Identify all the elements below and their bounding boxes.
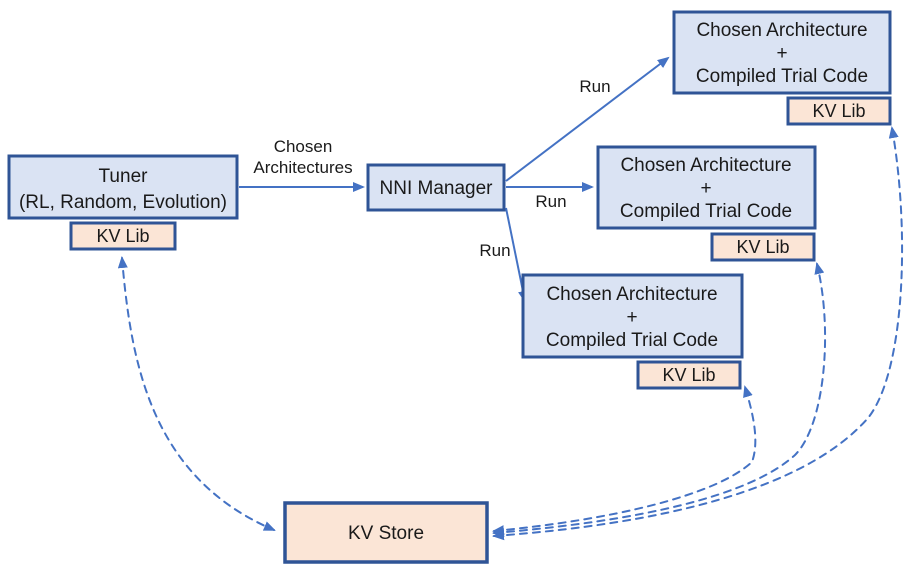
- edge-label-run-middle: Run: [535, 192, 566, 211]
- trial-middle-label-line3: Compiled Trial Code: [620, 201, 792, 222]
- kv-store-node: [283, 501, 489, 564]
- trial-top-label-line2: +: [776, 43, 787, 64]
- trial-bottom-kv-lib-label: KV Lib: [662, 365, 715, 385]
- trial-middle-label-line1: Chosen Architecture: [620, 155, 791, 176]
- edge-nni-to-trial-top: [505, 56, 670, 182]
- tuner-node: [7, 154, 239, 220]
- trial-bottom-label-line2: +: [626, 307, 637, 328]
- trial-bottom-label-line3: Compiled Trial Code: [546, 330, 718, 351]
- edge-label-run-bottom: Run: [479, 241, 510, 260]
- tuner-label-line2: (RL, Random, Evolution): [19, 192, 227, 213]
- trial-middle-kv-lib-label: KV Lib: [736, 237, 789, 257]
- edge-label-chosen-architectures-line1: Chosen: [274, 137, 333, 156]
- edge-label-run-top: Run: [579, 77, 610, 96]
- trial-top-label-line3: Compiled Trial Code: [696, 66, 868, 87]
- dashed-edge-kvstore-to-trial-bottom-kvlib: [492, 385, 757, 536]
- nni-manager-node: [366, 163, 506, 212]
- tuner-kv-lib-node: [69, 221, 177, 251]
- trial-top-kv-lib-label: KV Lib: [812, 101, 865, 121]
- trial-middle-kv-lib-node: [710, 232, 816, 262]
- trial-middle-label-line2: +: [700, 178, 711, 199]
- dashed-edge-tuner-kvlib-to-kvstore: [117, 256, 276, 531]
- trial-bottom-label-line1: Chosen Architecture: [546, 284, 717, 305]
- kv-store-label: KV Store: [348, 523, 424, 544]
- tuner-label-line1: Tuner: [99, 166, 149, 187]
- trial-middle-node: [596, 145, 817, 230]
- nni-manager-label: NNI Manager: [380, 178, 494, 199]
- edge-label-chosen-architectures-line2: Architectures: [253, 158, 352, 177]
- trial-bottom-kv-lib-node: [636, 360, 742, 390]
- trial-top-label-line1: Chosen Architecture: [696, 20, 867, 41]
- trial-top-kv-lib-node: [786, 96, 892, 126]
- trial-top-node: [672, 10, 892, 95]
- tuner-kv-lib-label: KV Lib: [96, 226, 149, 246]
- dashed-edge-kvstore-to-trial-top-kvlib: [492, 126, 904, 541]
- trial-bottom-node: [521, 273, 744, 359]
